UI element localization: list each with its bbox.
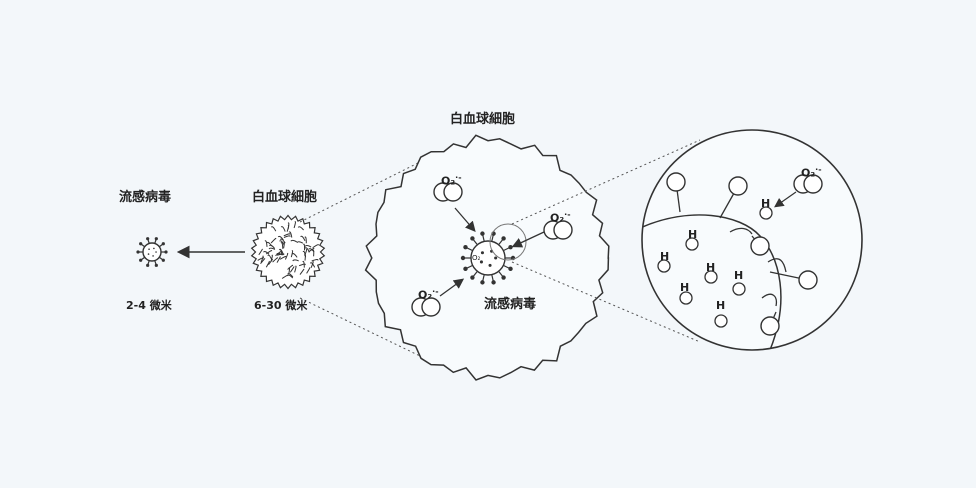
o2-label: O₂·- (441, 173, 462, 188)
small-virus-size: 2-4 微米 (126, 299, 172, 312)
virus-o2-mark: O₂ (472, 254, 481, 262)
zoom-line-top (299, 161, 421, 223)
hydrogen-label: H (660, 250, 670, 263)
small-wbc-name: 白血球細胞 (252, 190, 318, 205)
o2-label: O₂·- (801, 165, 822, 180)
small-white-blood-cell-icon (250, 214, 326, 290)
attack-arrow (439, 278, 465, 297)
large-wbc-name: 白血球細胞 (450, 112, 516, 127)
hydrogen-label: H (688, 228, 698, 241)
small-virus-icon (136, 237, 168, 267)
small-virus-name: 流感病毒 (119, 190, 172, 205)
magnify-ring (489, 223, 527, 261)
attack-arrow (454, 207, 476, 232)
zoom-line-bottom (299, 297, 421, 357)
attack-arrow (511, 231, 545, 248)
hydrogen-label: H (761, 197, 771, 210)
inner-virus-name: 流感病毒 (484, 297, 537, 312)
hydrogen-label: H (680, 281, 690, 294)
detail-zoom-circle (641, 129, 863, 351)
hydrogen-label: H (716, 299, 726, 312)
o2-label: O₂·- (418, 287, 439, 302)
zoom-line-detail-top (511, 139, 701, 225)
inner-virus-icon (460, 231, 516, 285)
hydrogen-label: H (734, 269, 744, 282)
o2-label: O₂·- (550, 210, 571, 225)
small-wbc-size: 6-30 微米 (254, 299, 308, 312)
hydrogen-label: H (706, 261, 716, 274)
zoom-line-detail-bottom (511, 261, 701, 343)
